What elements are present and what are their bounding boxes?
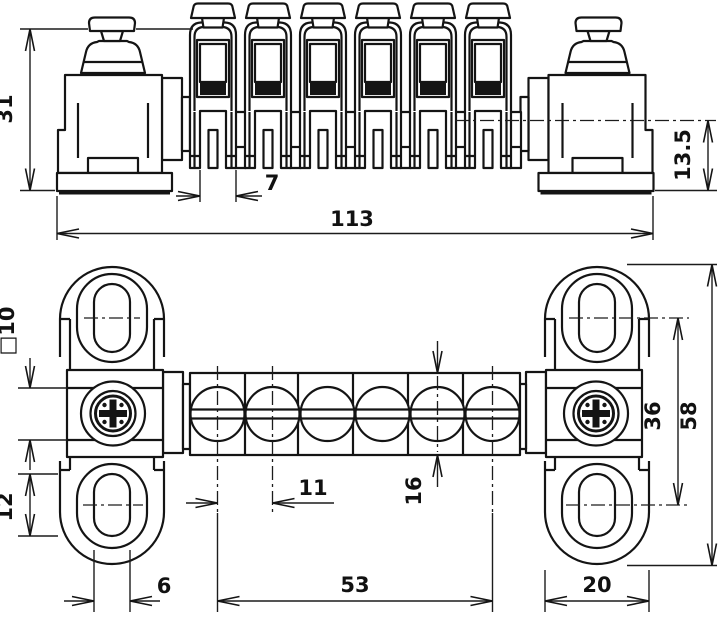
dim-label-axis-to-base: 13.5 [671,129,695,181]
terminal-clamp [243,2,293,170]
left-holder-tab [161,370,185,455]
dim-label-conductor-width: 7 [265,171,280,195]
terminal-clamp [188,2,238,170]
dim-label-holder-width: 20 [582,573,611,597]
dim-overall-length: 113 [56,196,654,240]
dim-label-busbar-width: 16 [402,476,426,505]
terminal-clamp [463,2,513,170]
dim-label-terminal-span: 53 [340,573,369,597]
left-slot-centerlines [83,317,143,506]
dim-label-terminal-pitch: 11 [298,476,327,500]
dim-label-hole-spacing: 36 [641,401,665,430]
busbar-screw [354,385,411,443]
dim-label-busbar-square: □10 [0,306,19,355]
dim-busbar-square: □10 [0,306,67,470]
dim-slot-width: 6 [64,550,171,612]
plan-view: □10 12 6 11 16 53 [0,263,718,612]
front-view: 31 7 113 13.5 [0,2,717,240]
dim-terminal-span: 53 [217,573,493,607]
terminal-clamp [298,2,348,170]
dim-holder-length: 58 [627,263,718,567]
right-phillips-screw [562,380,630,447]
dim-label-holder-length: 58 [677,401,701,430]
dim-terminal-pitch: 11 [186,476,334,509]
dim-hole-spacing: 36 [641,317,684,506]
dim-label-slot-length: 12 [0,492,17,521]
dim-overall-height: 31 [0,28,193,192]
dim-holder-width: 20 [544,570,650,612]
terminal-clamp [353,2,403,170]
dim-slot-length: 12 [0,473,58,537]
dim-label-overall-height: 31 [0,94,17,123]
dim-conductor-width: 7 [176,170,279,202]
dim-axis-to-base: 13.5 [655,120,717,192]
left-end-holder [55,16,192,196]
left-phillips-screw [79,380,147,447]
right-slot-centerlines [566,317,689,506]
dim-busbar-width: 16 [402,341,443,506]
busbar-screw [299,385,356,443]
dim-label-overall-length: 113 [330,207,374,231]
right-holder-tab [524,370,548,455]
dim-label-slot-width: 6 [157,574,172,598]
screw-extension-lines [216,513,494,612]
right-end-holder [519,16,655,196]
terminal-clamp [408,2,458,170]
